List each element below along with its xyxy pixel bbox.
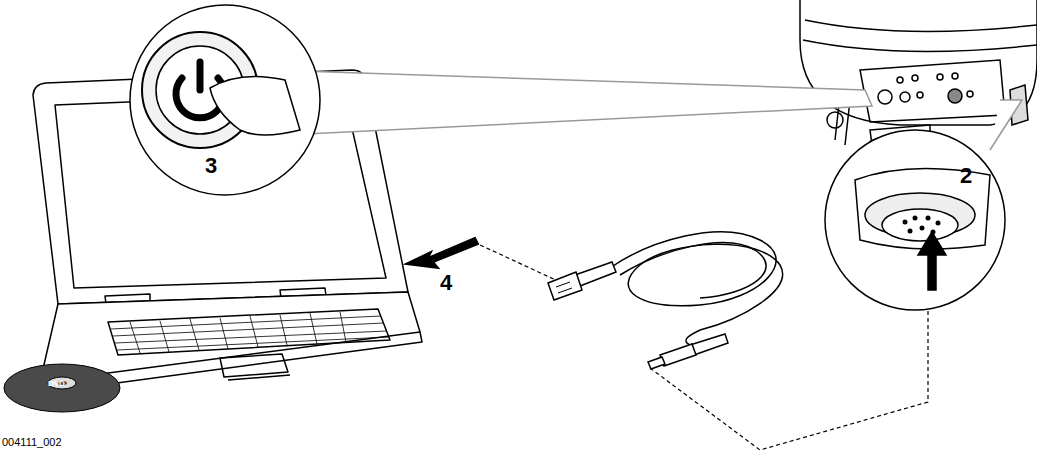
keyboard-keys bbox=[130, 312, 346, 353]
power-button bbox=[878, 90, 892, 104]
button bbox=[948, 89, 962, 103]
cable-coil bbox=[620, 243, 766, 298]
cable bbox=[548, 232, 783, 369]
socket-face bbox=[882, 209, 958, 241]
callout-number: 2 bbox=[960, 165, 972, 187]
magnifier-circle bbox=[825, 130, 1005, 310]
disc-hole bbox=[48, 377, 76, 389]
socket-pins bbox=[903, 216, 941, 235]
arrow bbox=[918, 232, 946, 290]
dvd-disc bbox=[4, 364, 120, 412]
touchpad-button bbox=[228, 375, 290, 380]
callout-2-magnifier bbox=[825, 100, 1022, 310]
led bbox=[937, 74, 943, 80]
lemo-tip bbox=[648, 357, 665, 369]
magnifier-beam bbox=[990, 100, 1022, 150]
power-symbol bbox=[197, 62, 204, 90]
callout-3-magnifier bbox=[130, 5, 872, 195]
disc bbox=[4, 364, 120, 412]
dashed-guide bbox=[650, 300, 928, 450]
cable-coil bbox=[610, 232, 783, 330]
arrow bbox=[406, 238, 478, 268]
keyboard bbox=[108, 309, 390, 355]
disc-label: DVD bbox=[48, 380, 65, 388]
usb-plug-body bbox=[575, 262, 616, 286]
screw bbox=[827, 112, 843, 128]
magnifier-circle bbox=[130, 5, 320, 195]
dashed-guide bbox=[478, 244, 560, 282]
led bbox=[897, 77, 903, 83]
touchpad bbox=[220, 354, 288, 377]
arrow-4 bbox=[406, 238, 478, 268]
lemo-body bbox=[690, 334, 728, 355]
figure-id: 004111_002 bbox=[2, 437, 62, 448]
led bbox=[917, 92, 923, 98]
led bbox=[912, 75, 918, 81]
led bbox=[952, 73, 958, 79]
usb-plug-detail bbox=[556, 282, 572, 293]
callout-number: 4 bbox=[440, 272, 452, 294]
led bbox=[967, 91, 973, 97]
receiver-dome-band bbox=[803, 20, 1037, 51]
button bbox=[900, 92, 910, 102]
keyboard-rows bbox=[111, 316, 389, 350]
magnifier-beam bbox=[270, 70, 872, 135]
receiver-panel bbox=[860, 60, 1005, 122]
callout-number: 3 bbox=[205, 155, 217, 177]
lemo-connector bbox=[660, 344, 696, 366]
finger bbox=[210, 76, 300, 135]
usb-plug bbox=[548, 272, 582, 300]
